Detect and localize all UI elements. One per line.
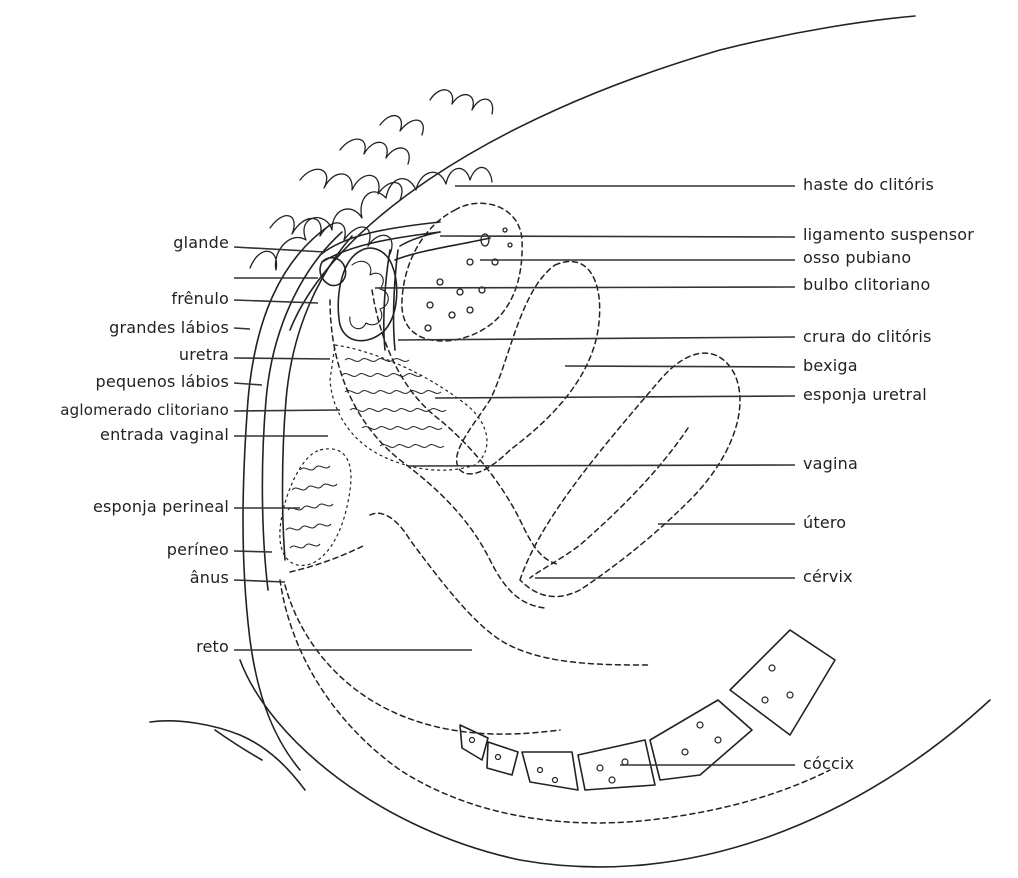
leader-esponja-uretral <box>435 396 795 398</box>
label-reto: reto <box>196 638 229 656</box>
leader-perineo <box>234 551 272 552</box>
label-osso-pubiano: osso pubiano <box>803 249 911 267</box>
vagina-canal <box>330 290 560 608</box>
bone-dot <box>437 279 443 285</box>
bladder <box>457 261 600 473</box>
coccyx-vertebra-1 <box>730 630 835 735</box>
coccyx-vertebra-4 <box>522 752 578 790</box>
bone-dot <box>508 243 512 247</box>
coccyx-dot <box>762 697 768 703</box>
label-ligamento-suspensor: ligamento suspensor <box>803 226 974 244</box>
coccyx-dot <box>553 778 558 783</box>
label-crura-do-clitoris: crura do clitóris <box>803 328 932 346</box>
label-haste-do-clitoris: haste do clitóris <box>803 176 934 194</box>
label-glande: glande <box>173 234 229 252</box>
label-entrada-vaginal: entrada vaginal <box>100 426 229 444</box>
coccyx-dot <box>682 749 688 755</box>
bone-dot <box>449 312 455 318</box>
leader-anus <box>234 580 285 582</box>
bone-dot <box>467 307 473 313</box>
label-grandes-labios: grandes lábios <box>109 319 229 337</box>
label-uretra: uretra <box>179 346 229 364</box>
coccyx-dot <box>496 755 501 760</box>
leader-uretra <box>234 358 330 359</box>
label-bexiga: bexiga <box>803 357 858 375</box>
bone-dot <box>427 302 433 308</box>
leader-vagina <box>410 465 795 466</box>
label-anus: ânus <box>190 569 229 587</box>
coccyx-dot <box>597 765 603 771</box>
label-utero: útero <box>803 514 846 532</box>
urethral-sponge-fill <box>342 359 446 448</box>
bone-dot <box>425 325 431 331</box>
rectum-lower <box>285 585 560 734</box>
labia-majora-outline <box>243 225 330 770</box>
leader-ligamento <box>440 236 795 237</box>
urethral-sponge <box>330 345 487 470</box>
labia-minora-outline <box>283 236 353 560</box>
coccyx-dot <box>470 738 475 743</box>
label-pequenos-labios: pequenos lábios <box>96 373 229 391</box>
bone-dot <box>467 259 473 265</box>
coccyx-dot <box>697 722 703 728</box>
leader-aglomerado <box>234 410 340 411</box>
coccyx-dot <box>769 665 775 671</box>
uterus <box>520 353 740 596</box>
label-perineo: períneo <box>167 541 229 559</box>
label-aglomerado-clitoriano: aglomerado clitoriano <box>60 401 229 419</box>
bone-dot <box>457 289 463 295</box>
bulb-detail <box>350 261 388 328</box>
coccyx-dot <box>538 768 543 773</box>
leader-grandes-labios <box>234 328 250 329</box>
buttock-outline <box>240 660 990 867</box>
label-coccix: cóccix <box>803 755 854 773</box>
coccyx-vertebra-6 <box>460 725 488 760</box>
coccyx-dot <box>622 759 628 765</box>
label-cervix: cérvix <box>803 568 853 586</box>
coccyx-vertebra-2 <box>650 700 752 780</box>
rectum-upper <box>370 513 650 665</box>
label-esponja-uretral: esponja uretral <box>803 386 927 404</box>
label-vagina: vagina <box>803 455 858 473</box>
bone-dot <box>503 228 507 232</box>
coccyx-dot <box>787 692 793 698</box>
perineal-sponge-fill <box>286 466 337 548</box>
leader-pequenos-labios <box>234 383 262 385</box>
coccyx-vertebra-5 <box>487 742 518 775</box>
label-esponja-perineal: esponja perineal <box>93 498 229 516</box>
leader-bexiga <box>565 366 795 367</box>
label-frenulo: frênulo <box>171 290 229 308</box>
coccyx-dot <box>609 777 615 783</box>
coccyx-dot <box>715 737 721 743</box>
clitoral-shaft <box>320 222 440 286</box>
lower-back-outline <box>150 721 305 790</box>
anal-canal <box>290 545 365 572</box>
label-bulbo-clitoriano: bulbo clitoriano <box>803 276 930 294</box>
leader-bulbo <box>375 287 795 288</box>
uterine-cavity <box>530 428 688 578</box>
